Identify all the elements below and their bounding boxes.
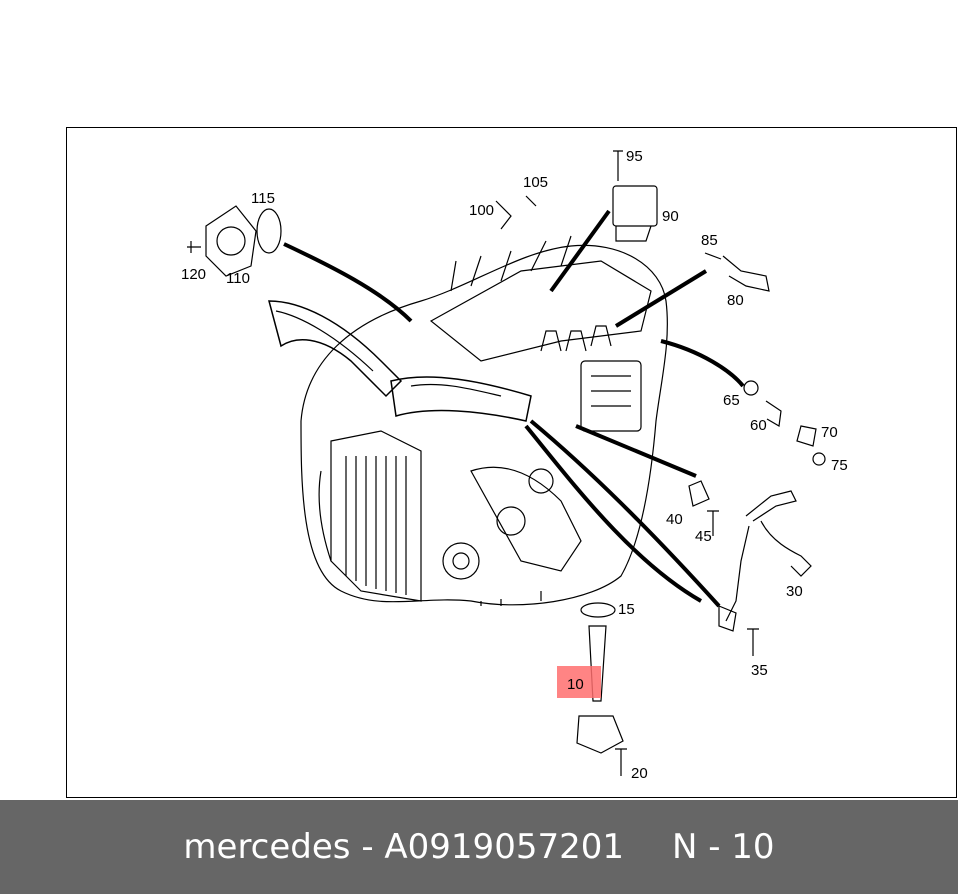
leader-lines <box>283 209 745 608</box>
label-20: 20 <box>631 765 648 782</box>
label-10: 10 <box>567 676 584 693</box>
engine-parts-diagram: 95 105 100 90 115 120 110 85 80 65 60 70… <box>181 148 848 782</box>
part-number: A0919057201 <box>384 827 624 867</box>
brand-name: mercedes <box>183 827 351 867</box>
label-120: 120 <box>181 266 206 283</box>
label-95: 95 <box>626 148 643 165</box>
label-90: 90 <box>662 208 679 225</box>
part-labels: 95 105 100 90 115 120 110 85 80 65 60 70… <box>181 148 848 782</box>
label-105: 105 <box>523 174 548 191</box>
engine-block-illustration <box>268 235 668 606</box>
label-15: 15 <box>618 601 635 618</box>
label-65: 65 <box>723 392 740 409</box>
diagram-frame: 95 105 100 90 115 120 110 85 80 65 60 70… <box>66 127 957 798</box>
label-85: 85 <box>701 232 718 249</box>
label-110: 110 <box>226 270 250 287</box>
label-100: 100 <box>469 202 494 219</box>
label-35: 35 <box>751 662 768 679</box>
diagram-position: N - 10 <box>671 827 775 867</box>
highlight-marker <box>557 666 601 698</box>
label-70: 70 <box>821 424 838 441</box>
label-60: 60 <box>750 417 767 434</box>
label-40: 40 <box>666 511 683 528</box>
label-30: 30 <box>786 583 803 600</box>
label-45: 45 <box>695 528 712 545</box>
footer-bar: mercedes - A0919057201 N - 10 <box>0 800 958 894</box>
label-75: 75 <box>831 457 848 474</box>
label-80: 80 <box>727 292 744 309</box>
label-115: 115 <box>251 190 275 207</box>
small-parts <box>187 150 826 776</box>
